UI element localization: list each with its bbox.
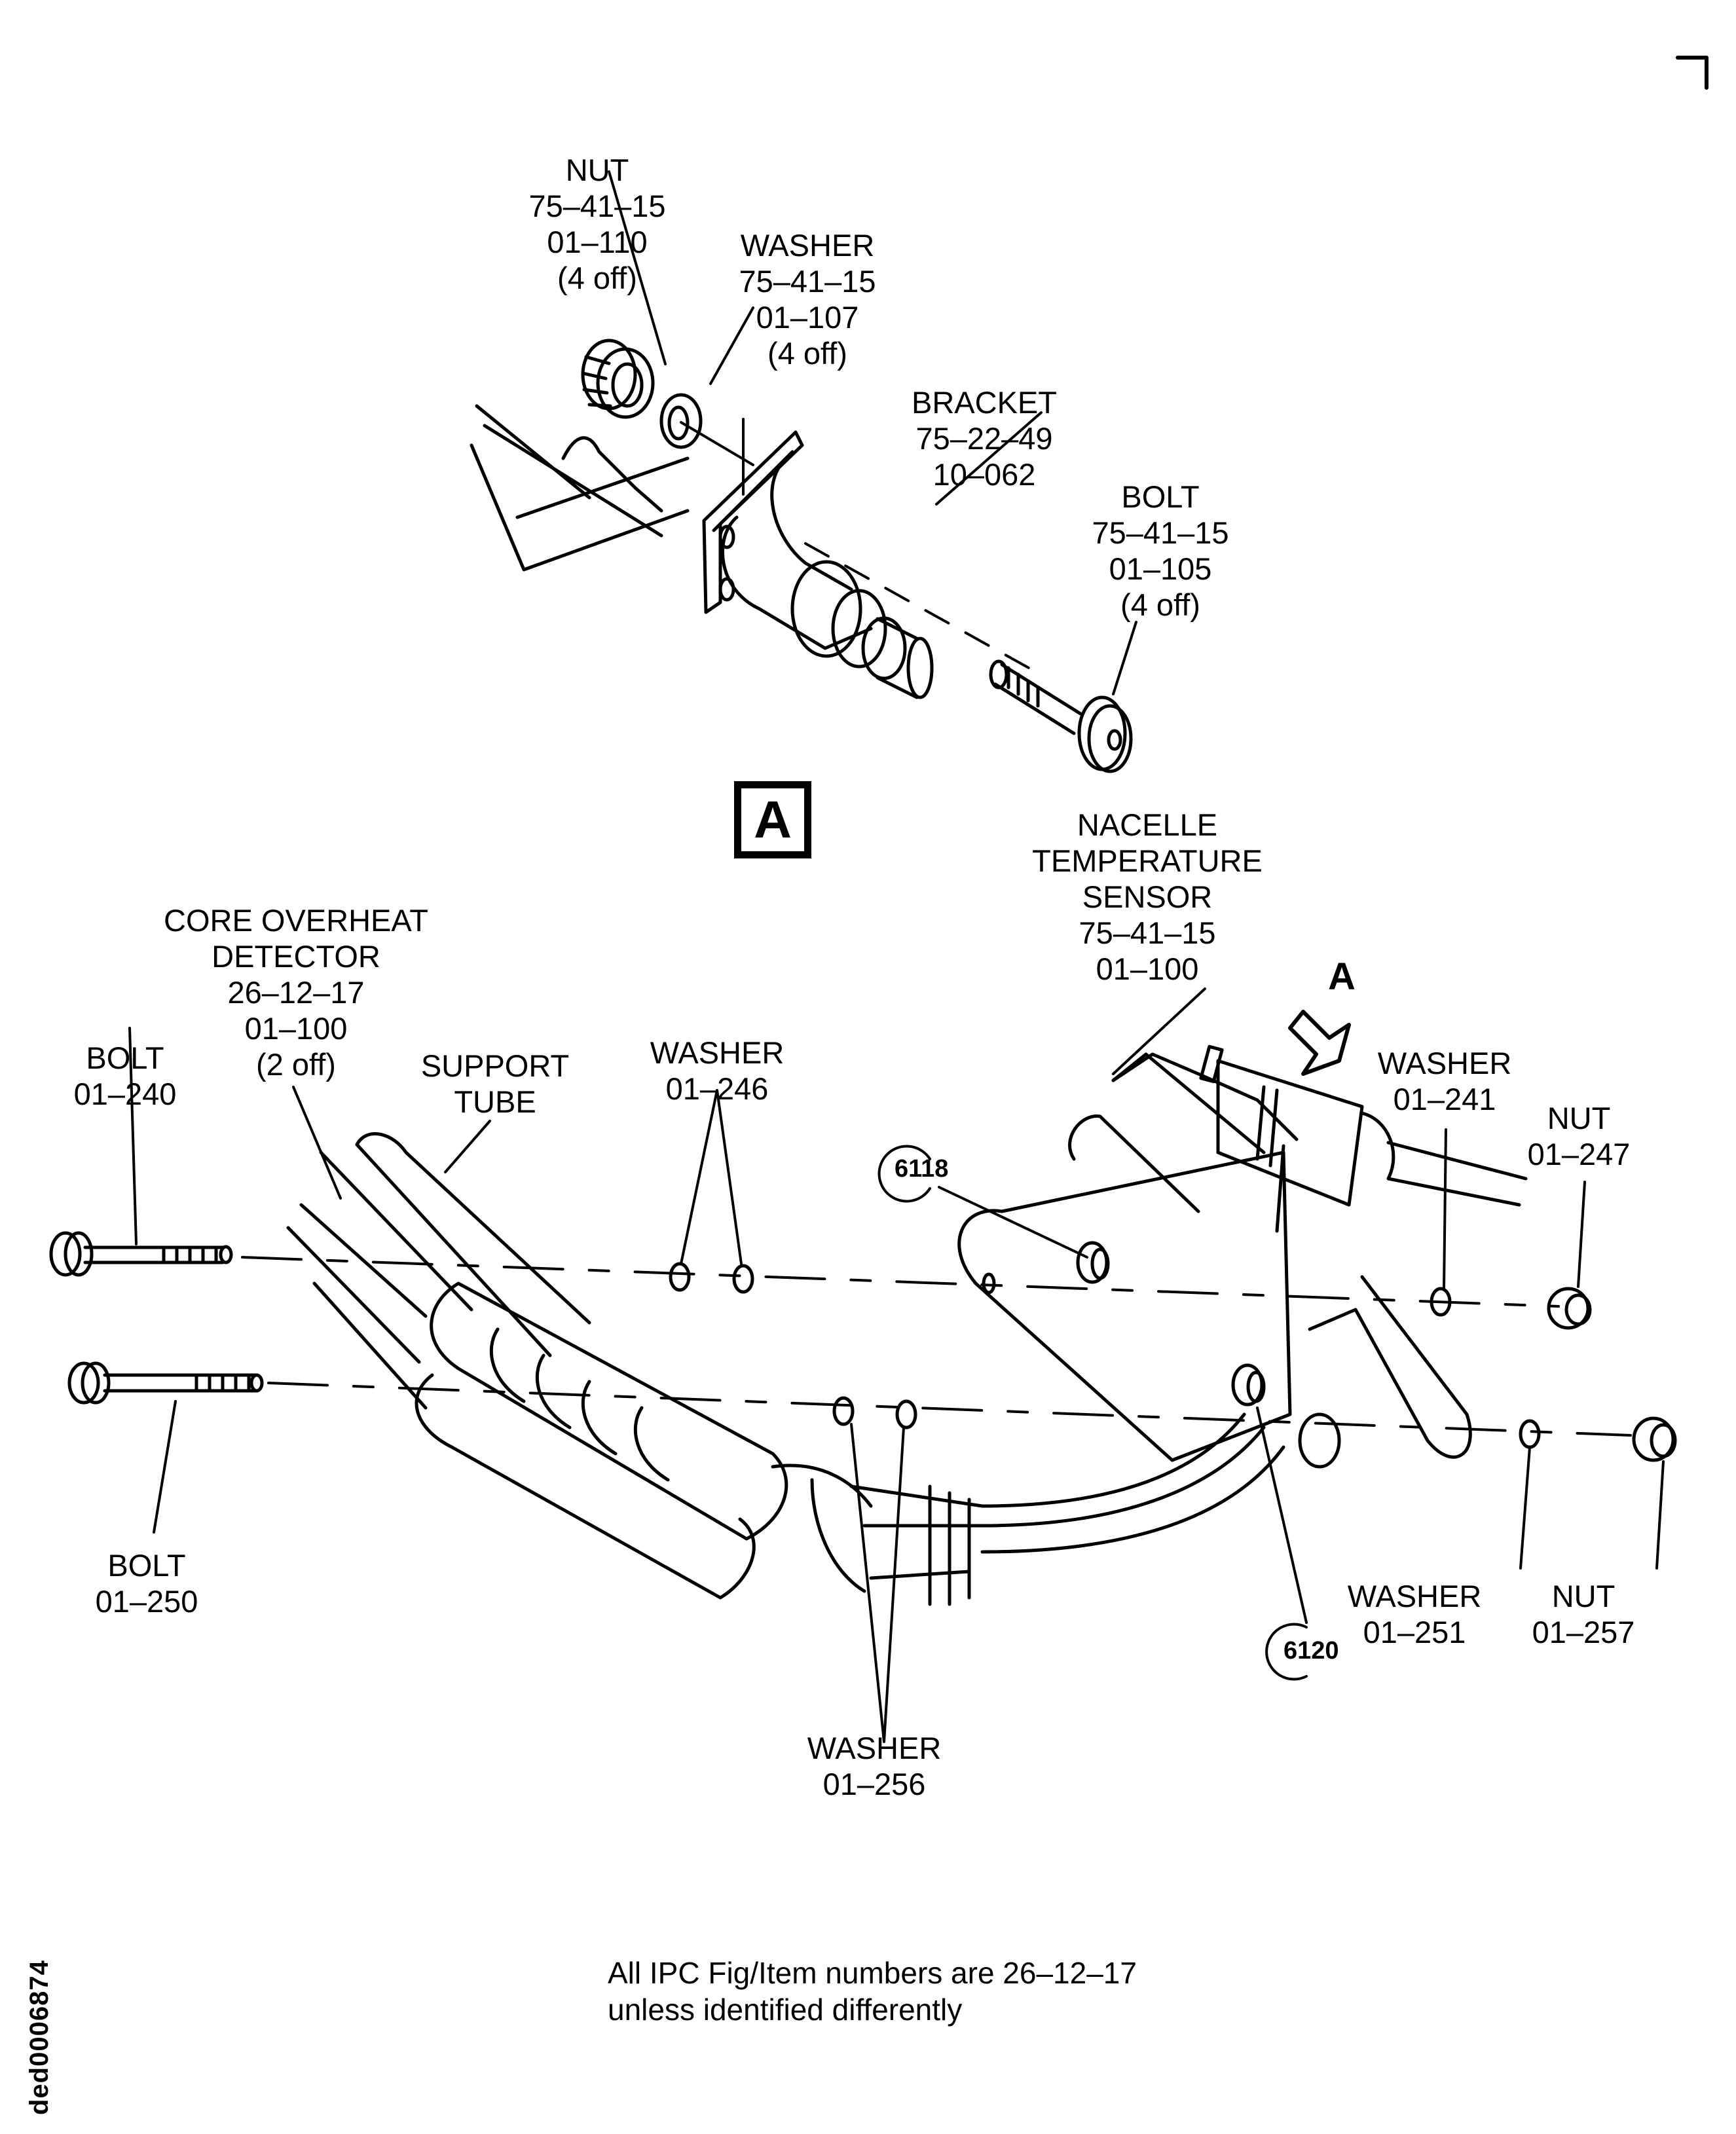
callout-6120: 6120 [1284,1637,1339,1665]
bolt-6120-shape [1231,1363,1266,1407]
nut-01-257-shape [1632,1416,1677,1462]
main-assembly-drawing [49,987,1677,1743]
detail-a-drawing [470,170,1137,773]
label-core-overheat-detector: CORE OVERHEAT DETECTOR 26–12–17 01–100 (… [164,903,428,1082]
view-a-arrow-label: A [1328,955,1356,998]
washer-01-251-shape [1519,1419,1541,1449]
document-id: ded0006874 [25,1960,54,2115]
label-washer-01-241: WASHER 01–241 [1377,1046,1512,1116]
label-washer-01-107: WASHER 75–41–15 01–107 (4 off) [739,228,876,371]
bolt-01-240-shape [49,1231,233,1277]
label-washer-01-256: WASHER 01–256 [807,1731,942,1801]
washer-01-246a-shape [669,1262,691,1292]
label-support-tube: SUPPORT TUBE [420,1048,570,1119]
label-nut-01-257: NUT 01–257 [1532,1579,1635,1649]
ipc-note-line-1: All IPC Fig/Item numbers are 26–12–17 [608,1956,1137,1990]
callout-6118-circle [877,1145,931,1203]
view-a-arrow [1288,1010,1351,1076]
nut-01-110-shape [581,339,655,419]
ipc-note-line-2: unless identified differently [608,1993,963,2027]
bolt-6118-shape [1076,1241,1110,1284]
bolt-01-250-shape [67,1361,264,1405]
ipc-note: All IPC Fig/Item numbers are 26–12–17 un… [608,1955,1137,2028]
label-nacelle-temperature-sensor: NACELLE TEMPERATURE SENSOR 75–41–15 01–1… [1032,807,1263,986]
bolt-01-105-shape [989,659,1133,773]
nut-01-247-shape [1547,1287,1592,1330]
washer-01-246b-shape [732,1264,754,1294]
washer-01-107-shape [659,393,703,449]
label-washer-01-246: WASHER 01–246 [650,1035,785,1106]
label-bolt-01-250: BOLT 01–250 [95,1548,198,1619]
washer-01-241-shape [1430,1287,1452,1317]
label-nut-01-247: NUT 01–247 [1527,1101,1631,1171]
label-nut-01-110: NUT 75–41–15 01–110 (4 off) [528,153,666,295]
washer-01-256b-shape [895,1399,917,1429]
label-bracket-10-062: BRACKET 75–22–49 10–062 [912,385,1057,492]
label-washer-01-251: WASHER 01–251 [1347,1579,1482,1649]
callout-6118: 6118 [895,1155,949,1183]
corner-mark-top-right [1676,56,1708,90]
label-bolt-01-105: BOLT 75–41–15 01–105 (4 off) [1092,479,1229,622]
label-bolt-01-240: BOLT 01–240 [73,1040,177,1111]
view-a-box: A [734,781,811,858]
callout-6120-circle [1265,1623,1308,1681]
washer-01-256a-shape [832,1396,855,1426]
